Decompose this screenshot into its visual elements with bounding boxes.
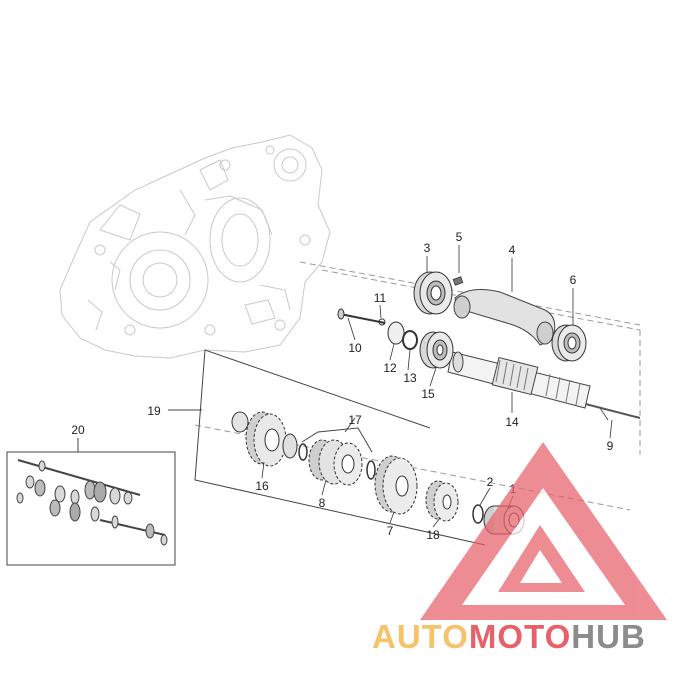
callout-9: 9 xyxy=(607,439,614,453)
callout-17: 17 xyxy=(348,413,362,427)
group-17-bracket xyxy=(301,417,373,453)
callout-16: 16 xyxy=(255,479,269,493)
part-3-bearing xyxy=(413,271,453,315)
callout-5: 5 xyxy=(456,230,463,244)
part-14-mainshaft xyxy=(447,351,591,409)
svg-text:AUTOMOTOHUB: AUTOMOTOHUB xyxy=(372,618,646,655)
callout-10: 10 xyxy=(348,341,362,355)
inset-20-box xyxy=(6,438,176,566)
part-12-washer xyxy=(387,321,405,345)
part-16-gear xyxy=(231,411,298,467)
part-4-bracket xyxy=(453,289,556,346)
watermark-triangle-icon xyxy=(420,442,667,620)
callout-6: 6 xyxy=(570,273,577,287)
callout-11: 11 xyxy=(374,291,387,305)
watermark-logo: AUTOMOTOHUB xyxy=(372,442,667,655)
callout-2: 2 xyxy=(487,475,494,489)
callout-15: 15 xyxy=(421,387,435,401)
callout-13: 13 xyxy=(403,371,417,385)
part-5-pin xyxy=(452,276,464,286)
callout-7: 7 xyxy=(387,524,394,538)
callout-3: 3 xyxy=(424,241,431,255)
leader-lines xyxy=(261,245,613,528)
callout-20: 20 xyxy=(71,423,85,437)
part-7-gear xyxy=(374,455,418,515)
callout-4: 4 xyxy=(509,243,516,257)
part-18-gear xyxy=(425,480,459,522)
part-8-gear xyxy=(308,439,363,486)
watermark-text-moto: MOTO xyxy=(469,618,571,655)
part-10-bolt xyxy=(337,308,386,324)
group-19-bracket xyxy=(168,349,486,546)
callout-14: 14 xyxy=(505,415,519,429)
watermark-text-hub: HUB xyxy=(571,618,646,655)
part-15-bearing xyxy=(419,331,454,369)
crankcase-housing xyxy=(59,134,331,359)
watermark-text-auto: AUTO xyxy=(372,618,469,655)
callout-19: 19 xyxy=(147,404,161,418)
part-2-circlip xyxy=(472,504,484,524)
part-17-circlip-b xyxy=(366,460,376,480)
part-11-washer xyxy=(378,318,386,326)
callout-8: 8 xyxy=(319,496,326,510)
callout-18: 18 xyxy=(426,528,440,542)
callout-12: 12 xyxy=(383,361,397,375)
part-13-ring xyxy=(402,330,418,350)
part-17-circlip-a xyxy=(298,443,308,461)
part-6-bearing xyxy=(551,324,587,362)
